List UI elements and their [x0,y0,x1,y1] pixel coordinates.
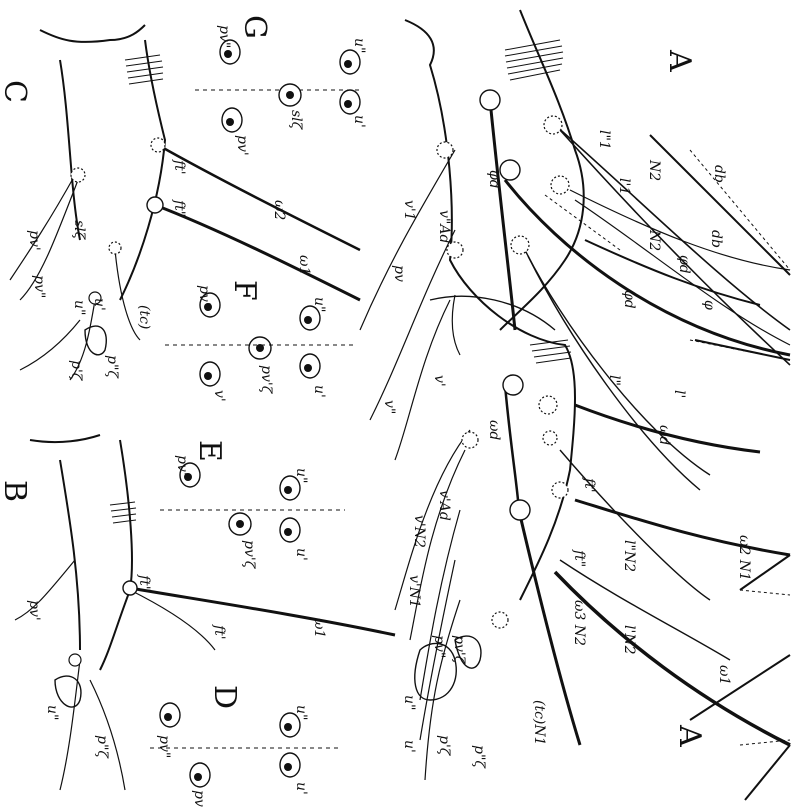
label-g-upp: u" [351,38,367,53]
label-f-pvz: pv'ζ [258,365,274,395]
label-d-upp: u" [293,705,309,720]
label-phid1: φd [676,255,692,274]
panel-letter-d: D [207,685,242,709]
label-f-up: u' [311,385,327,398]
label-l1: l"1 [596,130,612,150]
label-f-pvpp: pv" [196,285,212,308]
label-g-pvpp: pv" [216,25,232,48]
label-e-up: u' [293,548,309,561]
label-ftpp: ft" [571,549,587,567]
panel-letter-g: G [237,15,272,39]
label-c-up: u' [91,298,107,311]
label-pz: p'ζ [436,735,452,757]
label-n2b: N2 [646,229,662,251]
label-ftp: ft' [581,477,597,493]
label-vad2: v'Ad [436,490,452,521]
label-ln2: l'N2 [621,625,637,655]
label-b-pvp: pv' [26,600,42,621]
label-n2a: N2 [646,159,662,181]
label-phi: φ [701,300,717,310]
label-d-up: u' [293,782,309,795]
label-pvb: pv" [431,635,447,658]
label-f-upp: u" [311,297,327,312]
label-c-ftp: ft' [171,159,187,175]
label-g-pvp: pv' [234,135,250,156]
label-upp: u" [401,695,417,710]
label-om1: ω1 [716,665,732,685]
label-vpp: v" [381,400,397,414]
panel-letter-c: C [0,80,32,103]
label-lpp: l" [606,375,622,386]
label-e-pvz: pv'ζ [241,540,257,570]
panel-letter-f: F [227,280,262,301]
label-d-pvpp2: pv" [191,790,207,807]
label-e-pvpp: pv" [174,455,190,478]
seta-labels-a: l"1 N2 l'1 db N2 db φd φd φ φd l" l' ωd … [381,130,752,769]
label-omd: ωd [656,425,672,445]
label-b-om1: ω1 [311,618,327,638]
label-om2n1: ω2 N1 [736,535,752,581]
label-vad: v"Ad [436,210,452,243]
label-c-om1: ω1 [296,255,312,275]
label-ps: p"ζ [471,745,487,769]
label-e-upp: u" [293,468,309,483]
label-c-ftpp: ft" [171,199,187,217]
label-pvz: pv'ζ [451,635,467,665]
label-lp: l' [671,390,687,398]
panel-a-sockets [437,90,569,628]
label-db2: db [708,230,724,248]
label-om3n2: ω3 N2 [571,600,587,646]
label-g-slz: slζ [288,110,304,131]
label-vn1: v'N1 [406,575,422,608]
label-c-om2: ω2 [271,200,287,220]
label-g-up: u' [351,115,367,128]
label-b-ftp: ft' [211,624,227,640]
label-v1: v'1 [401,200,417,221]
panel-b-hatching [110,502,136,523]
label-omdb: ωd [486,420,502,440]
label-up: u' [401,740,417,753]
label-phid3: φd [621,290,637,309]
label-d-pvpp: pv" [156,735,172,758]
label-l1b: l'1 [616,178,632,195]
label-c-pvpp: pv" [31,275,47,298]
label-db1: db [711,165,727,183]
label-f-vp: v' [211,390,227,402]
panel-letter-e: E [192,440,227,462]
label-c-ps: p"ζ [104,355,120,379]
dot-panels [150,40,360,787]
label-c-ftc: (tc) [136,305,152,329]
label-c-slz: slζ [71,220,87,241]
panel-b-setae [15,560,395,790]
panel-b-leg [15,435,395,790]
label-pv: pv [391,265,407,282]
label-c-pvp: pv' [26,230,42,251]
panel-letter-b: B [0,480,32,502]
label-vn2: v'N2 [411,515,427,548]
label-phid2: φd [486,170,502,189]
label-ftcn1: (tc)N1 [531,700,547,746]
label-c-pz: p'ζ [68,360,84,382]
label-vp: v' [431,375,447,387]
label-b-upp: u" [44,705,60,720]
panel-c-hatching [125,55,163,84]
label-c-upp: u" [71,300,87,315]
panel-letter-a-bottom: A [672,724,707,747]
panel-letter-a: A [662,49,697,72]
label-lppn2: l"N2 [621,540,637,572]
label-b-pz: p"ζ [94,735,110,759]
seta-labels-dots: pv" u" slζ pv' u' pv" u" pv'ζ v' u' pv" … [156,25,367,807]
label-b-ftpp: ft" [136,574,152,592]
